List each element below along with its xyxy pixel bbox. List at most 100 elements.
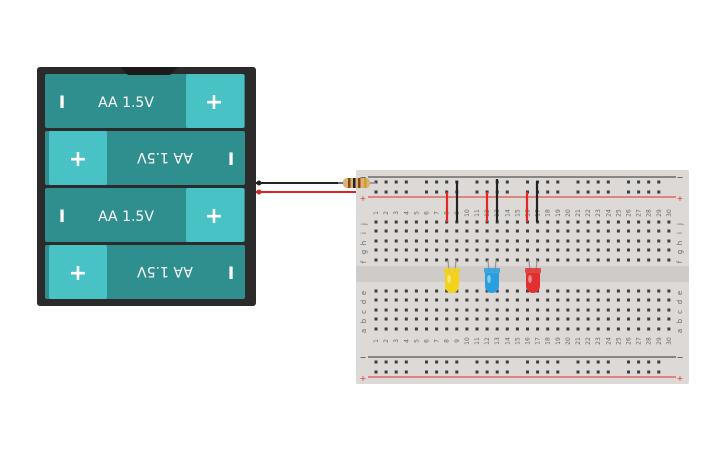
terminal-hole[interactable] (627, 317, 630, 321)
terminal-hole[interactable] (606, 298, 610, 302)
terminal-hole[interactable] (637, 308, 641, 312)
terminal-hole[interactable] (637, 220, 641, 224)
rail-hole[interactable] (374, 360, 378, 364)
terminal-hole[interactable] (566, 298, 570, 302)
terminal-hole[interactable] (546, 289, 550, 293)
terminal-hole[interactable] (445, 289, 449, 293)
rail-hole[interactable] (495, 360, 499, 364)
terminal-hole[interactable] (435, 317, 439, 321)
terminal-hole[interactable] (576, 258, 580, 262)
terminal-hole[interactable] (384, 258, 388, 262)
rail-hole[interactable] (394, 360, 398, 364)
terminal-hole[interactable] (627, 248, 630, 252)
terminal-hole[interactable] (475, 308, 479, 312)
terminal-hole[interactable] (394, 289, 398, 293)
terminal-hole[interactable] (556, 327, 560, 331)
bottom-power-rail[interactable]: −+−+ (360, 353, 684, 383)
terminal-hole[interactable] (667, 239, 671, 243)
terminal-hole[interactable] (374, 327, 378, 331)
rail-hole[interactable] (596, 180, 600, 184)
terminal-hole[interactable] (435, 229, 439, 233)
rail-hole[interactable] (556, 190, 560, 194)
terminal-hole[interactable] (627, 220, 630, 224)
terminal-hole[interactable] (475, 298, 479, 302)
terminal-hole[interactable] (515, 248, 519, 252)
rail-hole[interactable] (576, 370, 580, 374)
terminal-hole[interactable] (384, 289, 388, 293)
rail-hole[interactable] (435, 190, 439, 194)
terminal-hole[interactable] (637, 298, 641, 302)
terminal-hole[interactable] (667, 317, 671, 321)
terminal-hole[interactable] (495, 308, 499, 312)
terminal-hole[interactable] (404, 229, 408, 233)
terminal-hole[interactable] (576, 248, 580, 252)
terminal-hole[interactable] (566, 327, 570, 331)
rail-hole[interactable] (374, 370, 378, 374)
terminal-hole[interactable] (495, 298, 499, 302)
terminal-hole[interactable] (667, 308, 671, 312)
terminal-hole[interactable] (505, 298, 509, 302)
terminal-hole[interactable] (425, 289, 428, 293)
rail-hole[interactable] (404, 370, 408, 374)
terminal-hole[interactable] (616, 239, 620, 243)
terminal-hole[interactable] (627, 229, 630, 233)
terminal-hole[interactable] (627, 239, 630, 243)
terminal-hole[interactable] (414, 220, 418, 224)
terminal-hole[interactable] (566, 317, 570, 321)
rail-hole[interactable] (505, 180, 509, 184)
terminal-hole[interactable] (485, 308, 489, 312)
terminal-hole[interactable] (556, 298, 560, 302)
terminal-hole[interactable] (606, 327, 610, 331)
rail-hole[interactable] (505, 370, 509, 374)
terminal-hole[interactable] (556, 289, 560, 293)
terminal-hole[interactable] (505, 258, 509, 262)
terminal-hole[interactable] (404, 298, 408, 302)
jumper-wires[interactable] (445, 179, 539, 222)
terminal-hole[interactable] (515, 298, 519, 302)
terminal-hole[interactable] (586, 220, 590, 224)
terminal-hole[interactable] (637, 289, 641, 293)
terminal-hole[interactable] (414, 248, 418, 252)
rail-hole[interactable] (546, 190, 550, 194)
terminal-hole[interactable] (394, 258, 398, 262)
terminal-hole[interactable] (556, 220, 560, 224)
terminal-hole[interactable] (435, 220, 439, 224)
terminal-hole[interactable] (435, 258, 439, 262)
terminal-hole[interactable] (475, 239, 479, 243)
terminal-hole[interactable] (495, 317, 499, 321)
terminal-hole[interactable] (616, 289, 620, 293)
led-red[interactable] (525, 259, 541, 293)
rail-hole[interactable] (596, 190, 600, 194)
rail-hole[interactable] (546, 360, 550, 364)
terminal-hole[interactable] (515, 258, 519, 262)
terminal-hole[interactable] (536, 229, 540, 233)
rail-hole[interactable] (627, 190, 630, 194)
terminal-hole[interactable] (596, 258, 600, 262)
rail-hole[interactable] (384, 190, 388, 194)
terminal-hole[interactable] (647, 239, 651, 243)
terminal-hole[interactable] (475, 220, 479, 224)
terminal-hole[interactable] (465, 308, 469, 312)
terminal-hole[interactable] (596, 248, 600, 252)
rail-hole[interactable] (445, 180, 449, 184)
terminal-hole[interactable] (616, 317, 620, 321)
terminal-hole[interactable] (586, 289, 590, 293)
terminal-hole[interactable] (556, 308, 560, 312)
terminal-hole[interactable] (637, 317, 641, 321)
rail-hole[interactable] (404, 360, 408, 364)
terminal-hole[interactable] (505, 308, 509, 312)
terminal-hole[interactable] (445, 298, 449, 302)
terminal-hole[interactable] (374, 308, 378, 312)
terminal-hole[interactable] (384, 229, 388, 233)
rail-hole[interactable] (435, 360, 439, 364)
terminal-hole[interactable] (546, 248, 550, 252)
terminal-hole[interactable] (616, 308, 620, 312)
terminal-hole[interactable] (455, 248, 459, 252)
terminal-hole[interactable] (404, 248, 408, 252)
rail-hole[interactable] (526, 360, 529, 364)
terminal-hole[interactable] (435, 289, 439, 293)
terminal-hole[interactable] (505, 317, 509, 321)
terminal-hole[interactable] (425, 248, 428, 252)
